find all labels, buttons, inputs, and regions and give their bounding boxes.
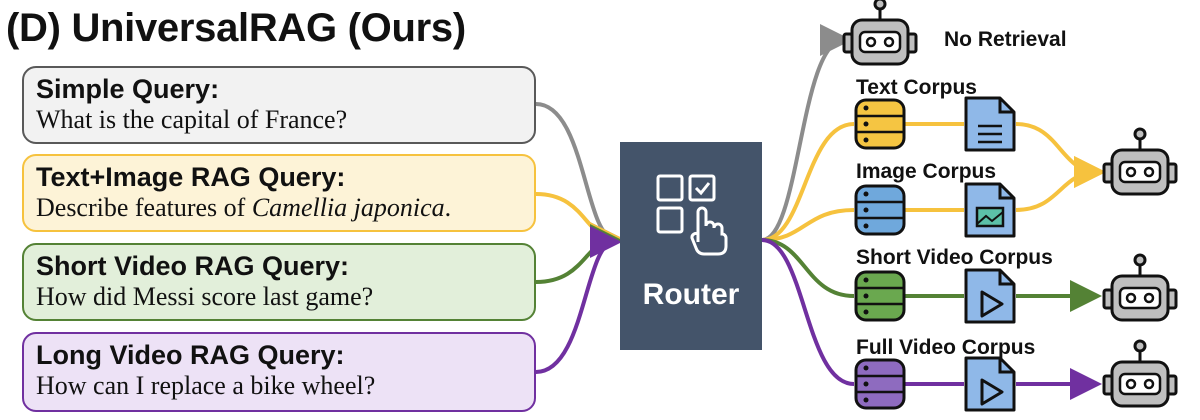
robot-icon-text-image	[1102, 127, 1178, 196]
query-text: What is the capital of France?	[36, 105, 348, 134]
touch-grid-icon	[656, 174, 728, 256]
query-box-text-image: Text+Image RAG Query: Describe features …	[22, 154, 536, 232]
image-document-icon	[964, 182, 1016, 238]
query-box-simple: Simple Query: What is the capital of Fra…	[22, 66, 536, 144]
database-icon-full-video	[854, 358, 906, 410]
image-corpus-label: Image Corpus	[856, 160, 997, 183]
query-title: Simple Query:	[36, 74, 220, 104]
query-box-long-video: Long Video RAG Query: How can I replace …	[22, 332, 536, 412]
text-corpus-label: Text Corpus	[856, 76, 977, 99]
query-text-italic: Camellia japonica	[251, 193, 445, 222]
video-play-icon-full	[964, 356, 1016, 412]
full-video-corpus-label: Full Video Corpus	[856, 336, 1036, 359]
database-icon-text	[854, 98, 906, 150]
text-document-icon	[964, 96, 1016, 152]
video-play-icon-short	[964, 268, 1016, 324]
query-text: How did Messi score last game?	[36, 282, 374, 311]
database-icon-image	[854, 184, 906, 236]
no-retrieval-label: No Retrieval	[944, 28, 1067, 51]
arrow-router-to-no-retrieval	[761, 24, 852, 242]
robot-icon-no-retrieval	[842, 0, 918, 66]
query-title: Text+Image RAG Query:	[36, 162, 346, 192]
short-video-corpus-label: Short Video Corpus	[856, 246, 1053, 269]
query-text: Describe features of Camellia japonica.	[36, 192, 522, 224]
query-title: Long Video RAG Query:	[36, 340, 345, 370]
query-text: How can I replace a bike wheel?	[36, 371, 376, 400]
arrow-image-doc-to-robot	[1015, 156, 1106, 212]
robot-icon-short-video	[1102, 253, 1178, 322]
database-icon-short-video	[854, 270, 906, 322]
router-label: Router	[642, 278, 740, 311]
arrow-long-video-to-router	[535, 226, 622, 374]
arrow-router-to-text-corpus	[761, 122, 855, 242]
diagram-title: (D) UniversalRAG (Ours)	[6, 6, 466, 50]
arrow-router-to-image-corpus	[761, 208, 855, 242]
robot-icon-full-video	[1102, 339, 1178, 408]
arrow-router-to-full-video-corpus	[761, 238, 855, 386]
query-box-short-video: Short Video RAG Query: How did Messi sco…	[22, 243, 536, 321]
query-title: Short Video RAG Query:	[36, 251, 350, 281]
arrow-router-to-short-video-corpus	[761, 238, 855, 298]
query-text-end: .	[444, 193, 452, 222]
query-text-plain: Describe features of	[36, 193, 252, 222]
router-block: Router	[620, 142, 762, 350]
